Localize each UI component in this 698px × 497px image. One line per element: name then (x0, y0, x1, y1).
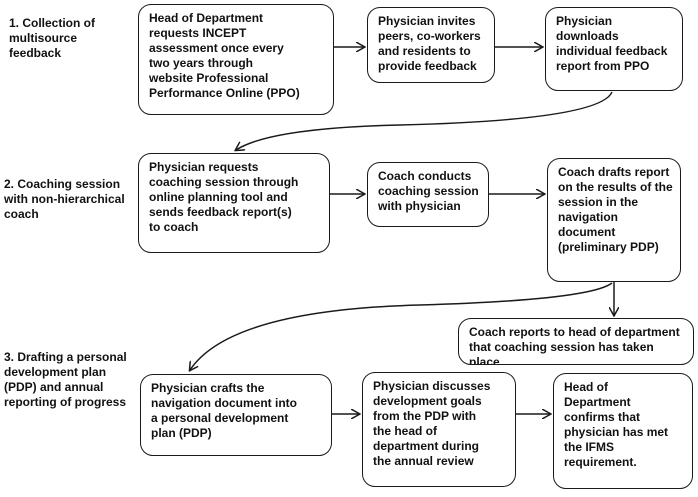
box-invite-peers: Physician invites peers, co-workers and … (367, 7, 495, 83)
stage-label-2: 2. Coaching session with non-hierarchica… (4, 177, 125, 221)
box-craft-pdp: Physician crafts the navigation document… (140, 374, 332, 456)
box-draft-report: Coach drafts report on the results of th… (547, 158, 681, 282)
box-download-report: Physician downloads individual feedback … (545, 7, 683, 91)
box-confirm-ifms: Head of Department confirms that physici… (553, 373, 693, 489)
box-discuss-goals: Physician discusses development goals fr… (362, 372, 516, 487)
box-conduct-coaching: Coach conducts coaching session with phy… (367, 162, 489, 227)
box-request-coaching: Physician requests coaching session thro… (138, 153, 330, 253)
stage-label-1: 1. Collection of multisource feedback (9, 16, 96, 60)
box-request-incept: Head of Department requests INCEPT asses… (138, 4, 334, 115)
stage-label-3: 3. Drafting a personal development plan … (4, 350, 127, 409)
box-report-head: Coach reports to head of department that… (458, 318, 694, 365)
